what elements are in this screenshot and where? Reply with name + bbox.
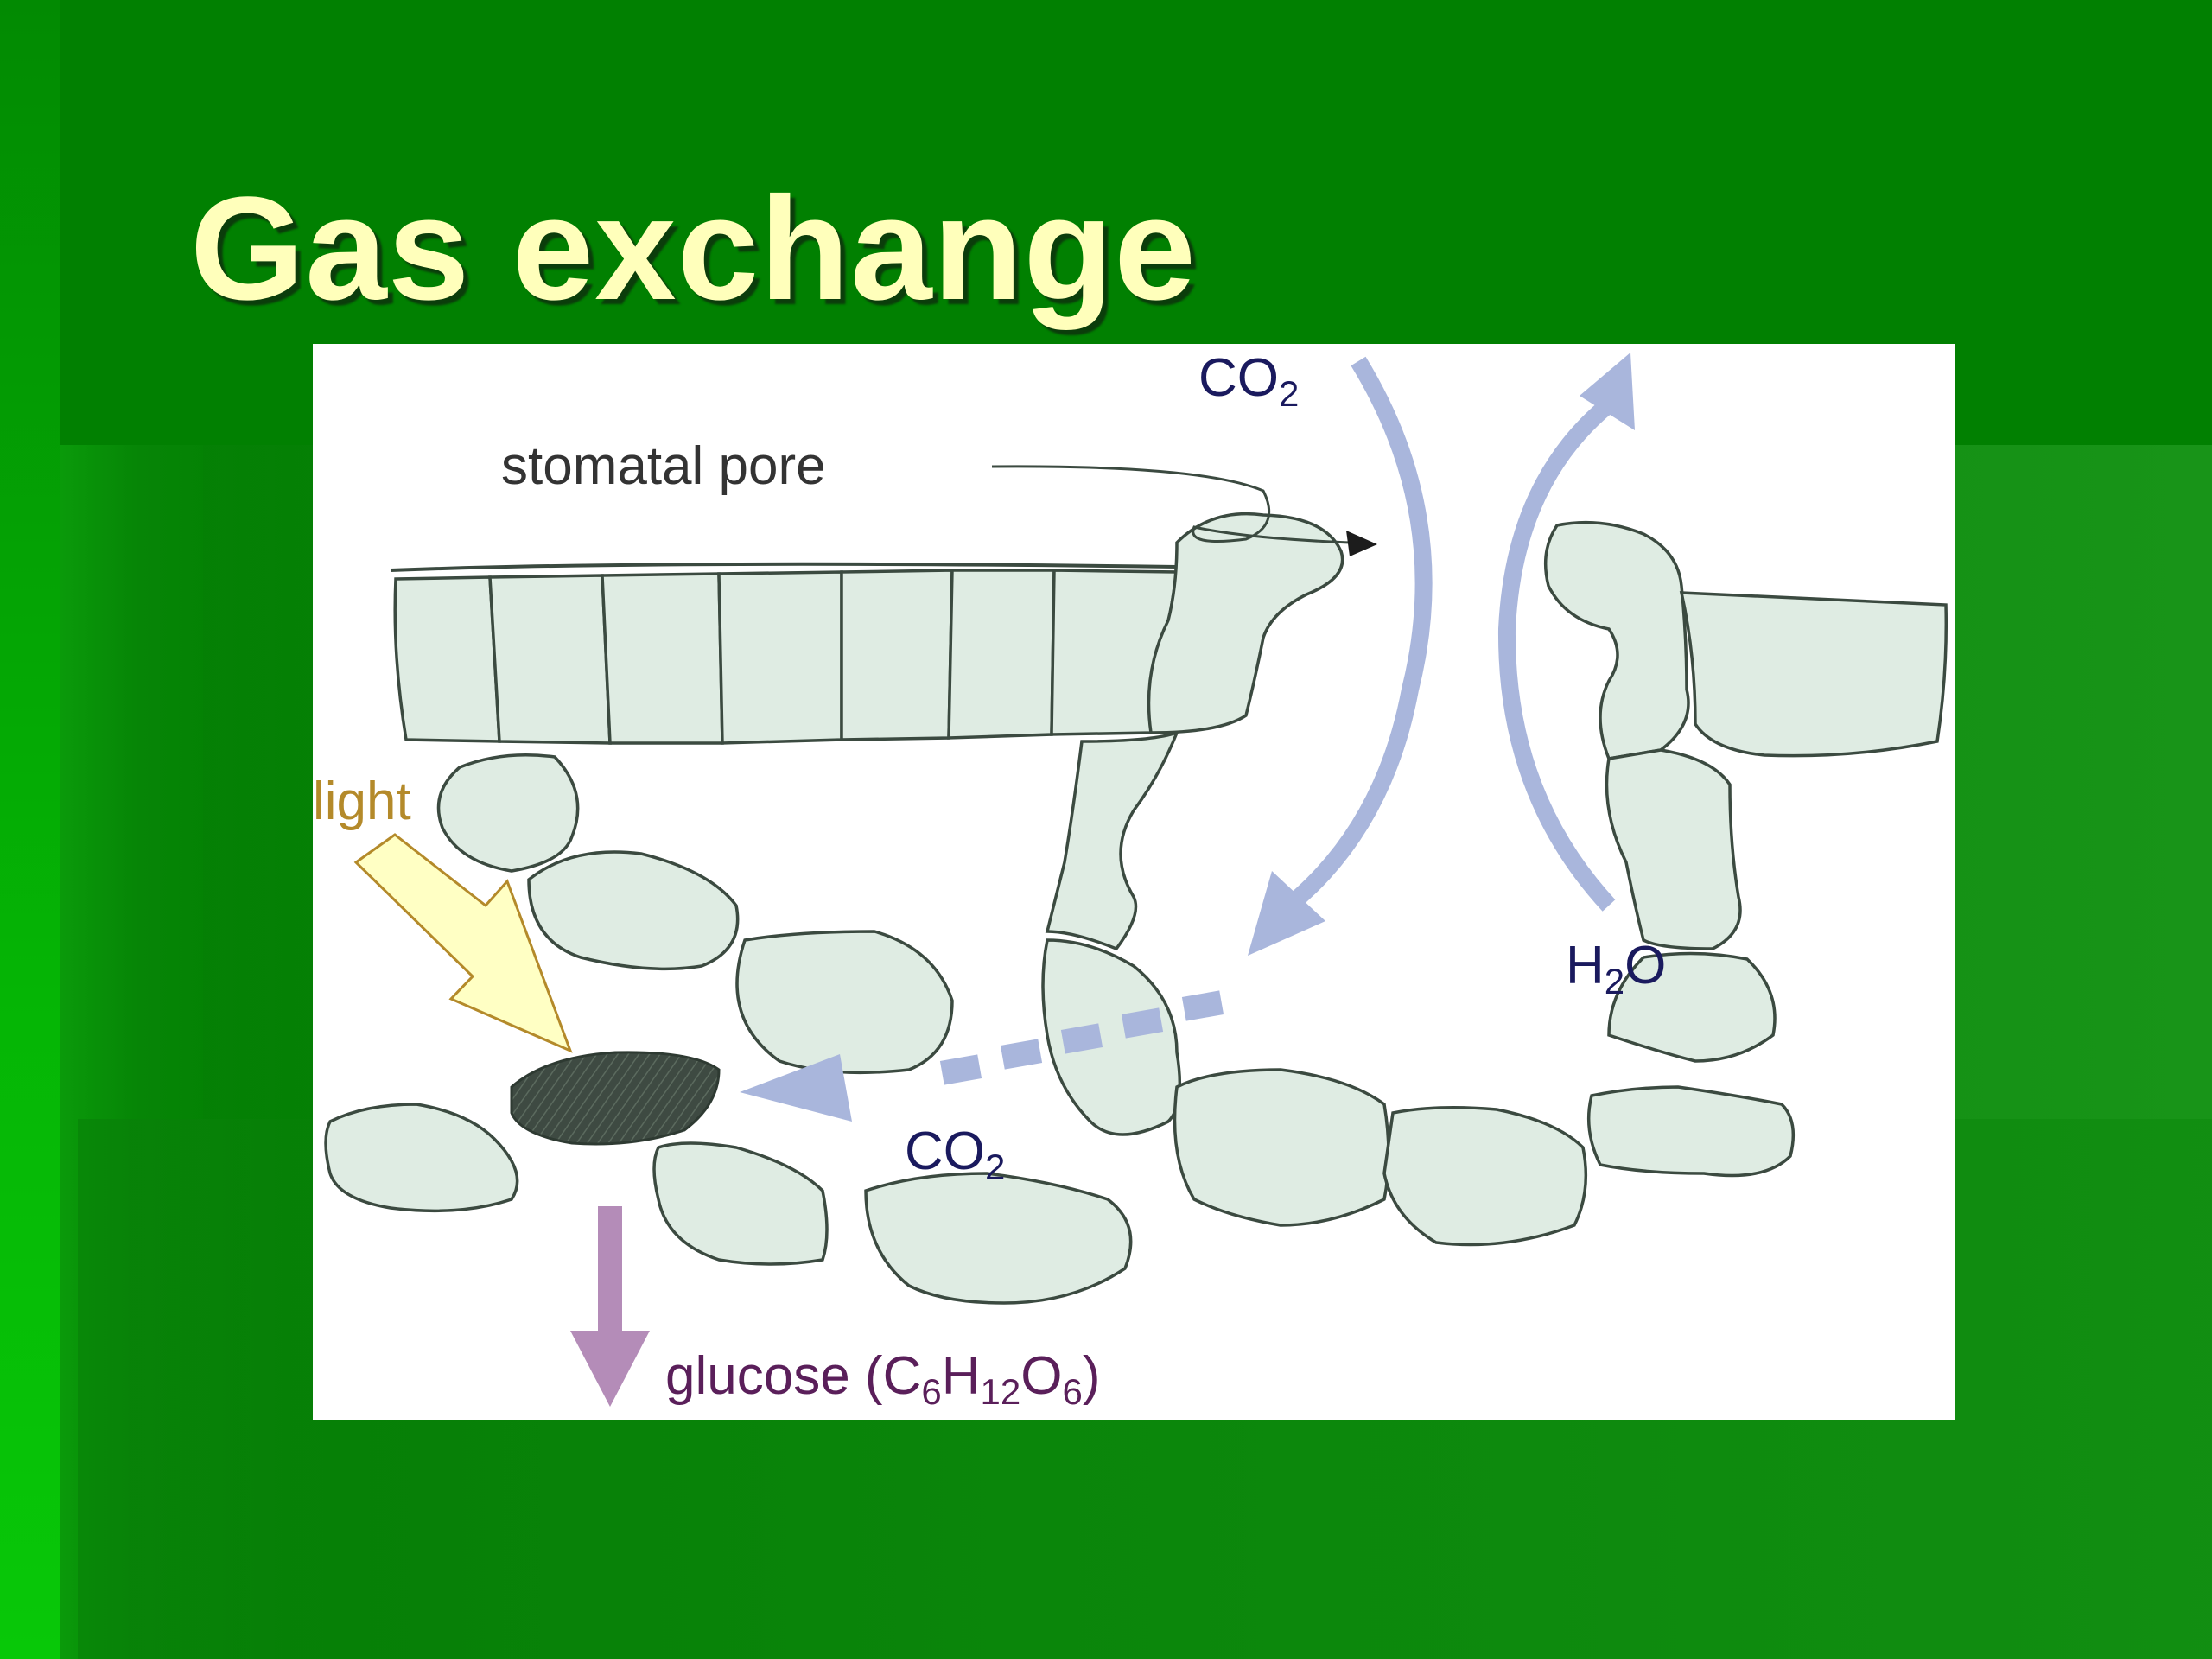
glucose-sub3: 6 [1062,1371,1082,1412]
h2o-main-o: O [1624,936,1666,995]
co2-incoming-arrowhead [1248,871,1325,956]
h2o-outgoing-arrow [1497,397,1616,912]
epidermis-cell-right [1679,591,1948,758]
mesophyll-cell [652,1141,829,1266]
co2-top-main: CO [1198,348,1279,408]
mesophyll-cell [1173,1068,1390,1227]
co2-bottom-main: CO [905,1122,985,1181]
stomatal-pore-leader [991,465,1351,544]
epidermis-cell [601,572,724,745]
mesophyll-cell [1605,748,1742,950]
glucose-sub1: 6 [921,1371,941,1412]
leaf-cross-section: stomatal pore light CO2 H2O CO2 glucose … [313,348,1948,1412]
epidermis-cell [717,570,843,745]
glucose-prefix: glucose (C [665,1346,921,1406]
co2-incoming-arrow [1283,356,1433,912]
epidermis-cell [393,575,501,743]
slide-title: Gas exchange [190,167,1197,331]
epidermis-cell [947,569,1056,740]
chloroplast [510,1051,721,1146]
guard-cell-left [1147,512,1344,734]
co2-diffusion-arrow [740,990,1224,1122]
epidermis-cell [488,574,612,745]
glucose-h: H [942,1346,981,1406]
glucose-arrow [570,1206,650,1407]
h2o-label: H2O [1566,936,1666,1001]
mesophyll-cell [527,850,740,971]
mesophyll-cell [1041,938,1182,1136]
glucose-suffix: ) [1083,1346,1101,1406]
glucose-o: O [1020,1346,1062,1406]
epidermis-cell [840,569,954,741]
cuticle-line [390,562,1178,572]
glucose-sub2: 12 [981,1371,1021,1412]
co2-top-sub: 2 [1279,373,1299,414]
co2-top-label: CO2 [1198,348,1299,414]
mesophyll-cells [324,730,1796,1305]
mesophyll-cell [1607,951,1777,1063]
co2-bottom-sub: 2 [985,1147,1005,1187]
mesophyll-cell [735,930,954,1075]
mesophyll-cell [864,1172,1133,1305]
mesophyll-cell [1586,1085,1796,1178]
co2-bottom-label: CO2 [905,1122,1005,1187]
mesophyll-cell [1045,730,1180,951]
h2o-outgoing-arrowhead [1580,353,1635,430]
stomatal-pore-label: stomatal pore [501,436,826,496]
light-label: light [313,772,411,831]
glucose-label: glucose (C6H12O6) [665,1346,1100,1412]
gas-exchange-diagram: stomatal pore light CO2 H2O CO2 glucose … [313,344,1955,1420]
light-arrow [353,833,573,1053]
mesophyll-cell [436,753,580,873]
background-edge [0,0,60,1659]
guard-cell-right [1543,520,1690,760]
h2o-main-h: H [1566,936,1605,995]
h2o-sub: 2 [1605,961,1624,1001]
mesophyll-cell [1382,1106,1588,1247]
upper-epidermis [393,569,1179,745]
mesophyll-cell [324,1103,519,1213]
stomatal-pore-arrowhead [1346,531,1377,556]
